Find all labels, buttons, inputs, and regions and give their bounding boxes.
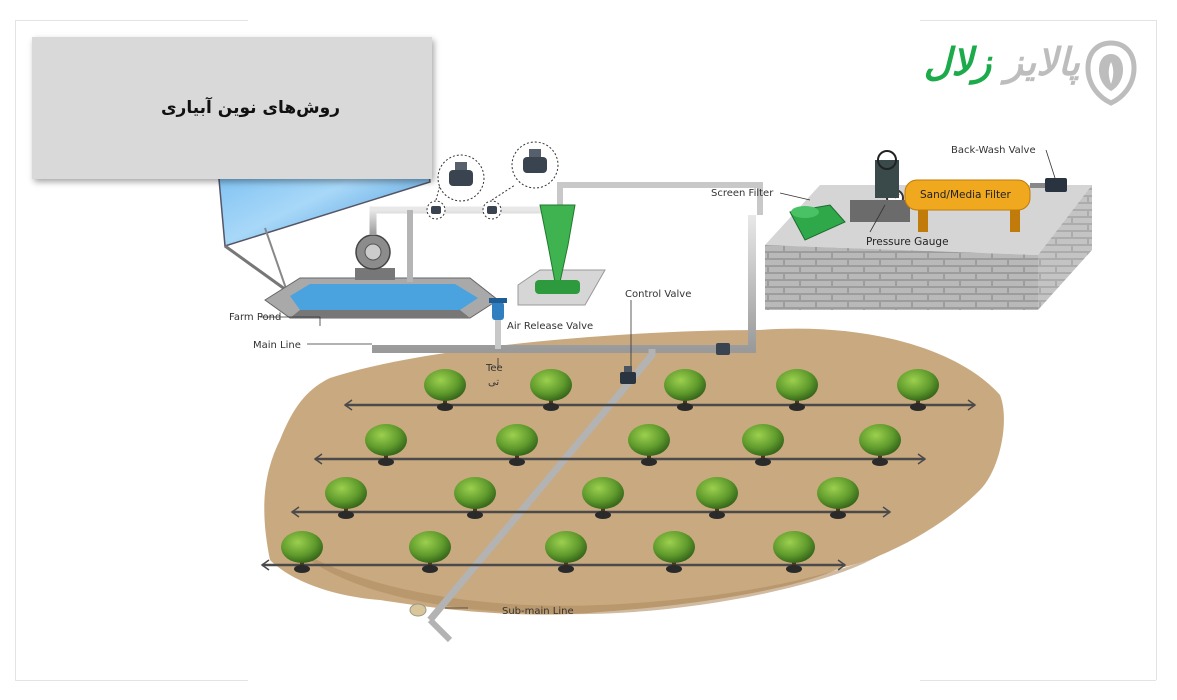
label-pressure-gauge: Pressure Gauge (866, 236, 949, 248)
frame-right (1156, 20, 1157, 680)
air-release-valve-icon (489, 298, 507, 320)
shield-logo-icon (1085, 40, 1137, 106)
label-back-wash-valve: Back-Wash Valve (951, 145, 1036, 156)
lateral-lines (262, 403, 975, 567)
tree-icon (424, 369, 466, 411)
tree-icon (325, 477, 367, 519)
frame-bottom-right (920, 680, 1156, 681)
tree-icon (776, 369, 818, 411)
tree-icon (365, 424, 407, 466)
hydrocyclone-filter (517, 204, 606, 306)
label-sub-main-line: Sub-main Line (502, 606, 574, 617)
valve-callout-1 (426, 154, 485, 220)
tree-icon (773, 531, 815, 573)
frame-left (15, 20, 16, 680)
soil-shading (290, 545, 880, 615)
tree-icon (496, 424, 538, 466)
label-sand-media-filter: Sand/Media Filter (920, 189, 1012, 201)
screen-filter-icon (789, 204, 846, 241)
label-air-release-valve: Air Release Valve (507, 321, 593, 332)
tree-icon (817, 477, 859, 519)
tree-icon (454, 477, 496, 519)
back-wash-valve-icon (1030, 178, 1067, 192)
tree-icon (628, 424, 670, 466)
frame-top-right (920, 20, 1156, 21)
pressure-gauge-icon (850, 150, 910, 222)
brand-wordmark: پالایز زلال (852, 40, 1081, 84)
valve-callout-2 (482, 141, 559, 220)
label-main-line: Main Line (253, 340, 301, 351)
tree-group (281, 369, 939, 573)
tree-icon (897, 369, 939, 411)
sand-media-filter-tank (904, 179, 1031, 232)
frame-top-left (15, 20, 248, 21)
flush-valve-icon (409, 603, 427, 617)
leader-lines (260, 149, 1056, 609)
page-title: روش‌های نوین آبیاری (160, 98, 340, 118)
tree-icon (653, 531, 695, 573)
tree-icon (545, 531, 587, 573)
tree-icon (859, 424, 901, 466)
lateral-arrows (260, 399, 977, 571)
tree-icon (582, 477, 624, 519)
label-tee-fa: تی (488, 377, 499, 388)
brand-word-gray: پالایز (1004, 40, 1081, 84)
title-box: روش‌های نوین آبیاری (32, 37, 432, 179)
pump-icon (355, 234, 395, 280)
tree-icon (530, 369, 572, 411)
label-screen-filter: Screen Filter (711, 188, 774, 199)
tree-icon (742, 424, 784, 466)
brand-logo: پالایز زلال (852, 38, 1142, 108)
brick-platform-front (765, 245, 1038, 310)
brand-word-green: زلال (923, 40, 993, 84)
tree-icon (696, 477, 738, 519)
sub-main-line-pipe (427, 349, 656, 623)
main-line-valve (716, 343, 730, 355)
label-farm-pond: Farm Pond (229, 312, 281, 323)
tree-icon (281, 531, 323, 573)
label-control-valve: Control Valve (625, 289, 691, 300)
control-valve-icon (620, 366, 636, 384)
tree-icon (409, 531, 451, 573)
frame-bottom-left (15, 680, 248, 681)
brick-platform-side (1038, 185, 1092, 310)
tree-icon (664, 369, 706, 411)
label-tee-en: Tee (485, 363, 503, 374)
